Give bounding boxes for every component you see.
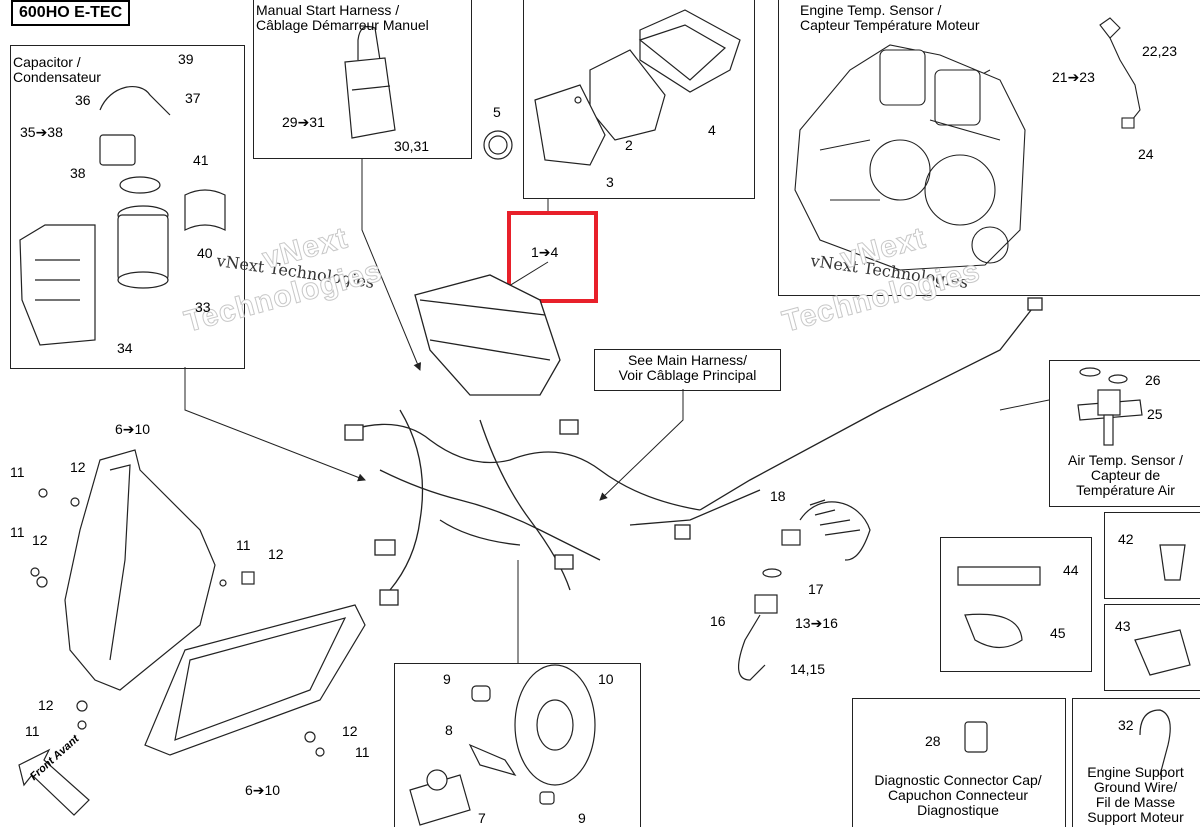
- ground-wire-box: [1072, 698, 1200, 827]
- small-parts-drawing: [957, 544, 1191, 776]
- callout-28: 28: [925, 733, 941, 749]
- manual-start-caption: Manual Start Harness / Câblage Démarreur…: [256, 2, 429, 33]
- capacitor-drawing: [19, 86, 226, 346]
- callout-12-a: 12: [70, 459, 86, 475]
- callout-24: 24: [1138, 146, 1154, 162]
- kit-44-45-box: [940, 537, 1092, 672]
- callout-8: 8: [445, 722, 453, 738]
- callout-40: 40: [197, 245, 213, 261]
- model-title: 600HO E-TEC: [11, 0, 131, 26]
- callout-22-23: 22,23: [1142, 43, 1178, 59]
- callout-1-4: 1➔4: [531, 244, 559, 260]
- diag-cap-caption: Diagnostic Connector Cap/ Capuchon Conne…: [874, 772, 1042, 818]
- engine-drawing: [794, 17, 1141, 271]
- air-temp-caption: Air Temp. Sensor / Capteur de Températur…: [1068, 452, 1183, 498]
- main-harness-drawing: [344, 274, 1043, 606]
- callout-12-b: 12: [32, 532, 48, 548]
- callout-11-a: 11: [10, 464, 25, 480]
- callout-4: 4: [708, 122, 716, 138]
- manual-start-drawing: [344, 25, 396, 139]
- callout-41: 41: [193, 152, 209, 168]
- callout-43: 43: [1115, 618, 1131, 634]
- highlight-box: [507, 211, 598, 303]
- callout-34: 34: [117, 340, 133, 356]
- callout-17: 17: [808, 581, 824, 597]
- callout-14-15: 14,15: [790, 661, 826, 677]
- callout-9-bottom: 9: [578, 810, 586, 826]
- callout-12-d: 12: [38, 697, 54, 713]
- tether-drawing: [738, 499, 871, 681]
- capacitor-box: [10, 45, 245, 369]
- callout-38: 38: [70, 165, 86, 181]
- callout-11-b: 11: [10, 524, 25, 540]
- callout-32: 32: [1118, 717, 1134, 733]
- air-temp-box: [1049, 360, 1200, 507]
- callout-2: 2: [625, 137, 633, 153]
- bulb-drawing: [409, 664, 596, 826]
- callout-7: 7: [478, 810, 486, 826]
- callout-13-16: 13➔16: [795, 615, 838, 631]
- callout-18: 18: [770, 488, 786, 504]
- callout-30-31: 30,31: [394, 138, 430, 154]
- engine-temp-caption: Engine Temp. Sensor / Capteur Températur…: [800, 2, 980, 33]
- capacitor-caption: Capacitor / Condensateur: [13, 54, 101, 85]
- diag-cap-box: [852, 698, 1066, 827]
- callout-3: 3: [606, 174, 614, 190]
- callout-12-e: 12: [342, 723, 358, 739]
- headlamp-box: [394, 663, 641, 827]
- callout-33: 33: [195, 299, 211, 315]
- headlight-housing-drawing: [30, 449, 366, 757]
- air-temp-drawing: [1077, 367, 1143, 446]
- callout-10: 10: [598, 671, 614, 687]
- callout-42: 42: [1118, 531, 1134, 547]
- ground-wire-caption: Engine Support Ground Wire/ Fil de Masse…: [1087, 764, 1184, 825]
- callout-45: 45: [1050, 625, 1066, 641]
- callout-35-38: 35➔38: [20, 124, 63, 140]
- callout-37: 37: [185, 90, 201, 106]
- callout-16: 16: [710, 613, 726, 629]
- callout-5: 5: [493, 104, 501, 120]
- main-harness-box: [594, 349, 781, 391]
- callout-6-10-top: 6➔10: [115, 421, 151, 437]
- clip-42-box: [1104, 512, 1200, 599]
- gauge-box: [523, 0, 755, 199]
- callout-44: 44: [1063, 562, 1079, 578]
- main-harness-caption: See Main Harness/ Voir Câblage Principal: [618, 352, 757, 383]
- callout-11-c: 11: [236, 537, 251, 553]
- callout-29-31: 29➔31: [282, 114, 325, 130]
- front-arrow-icon: [18, 748, 90, 816]
- callout-11-e: 11: [355, 744, 370, 760]
- callout-11-d: 11: [25, 723, 40, 739]
- callout-26: 26: [1145, 372, 1161, 388]
- clip-43-box: [1104, 604, 1200, 691]
- callout-36: 36: [75, 92, 91, 108]
- callout-39: 39: [178, 51, 194, 67]
- callout-6-10-bottom: 6➔10: [245, 782, 281, 798]
- callout-12-c: 12: [268, 546, 284, 562]
- callout-25: 25: [1147, 406, 1163, 422]
- gauge-drawing: [483, 9, 741, 166]
- engine-box: [778, 0, 1200, 296]
- callout-9-top: 9: [443, 671, 451, 687]
- callout-21-23: 21➔23: [1052, 69, 1095, 85]
